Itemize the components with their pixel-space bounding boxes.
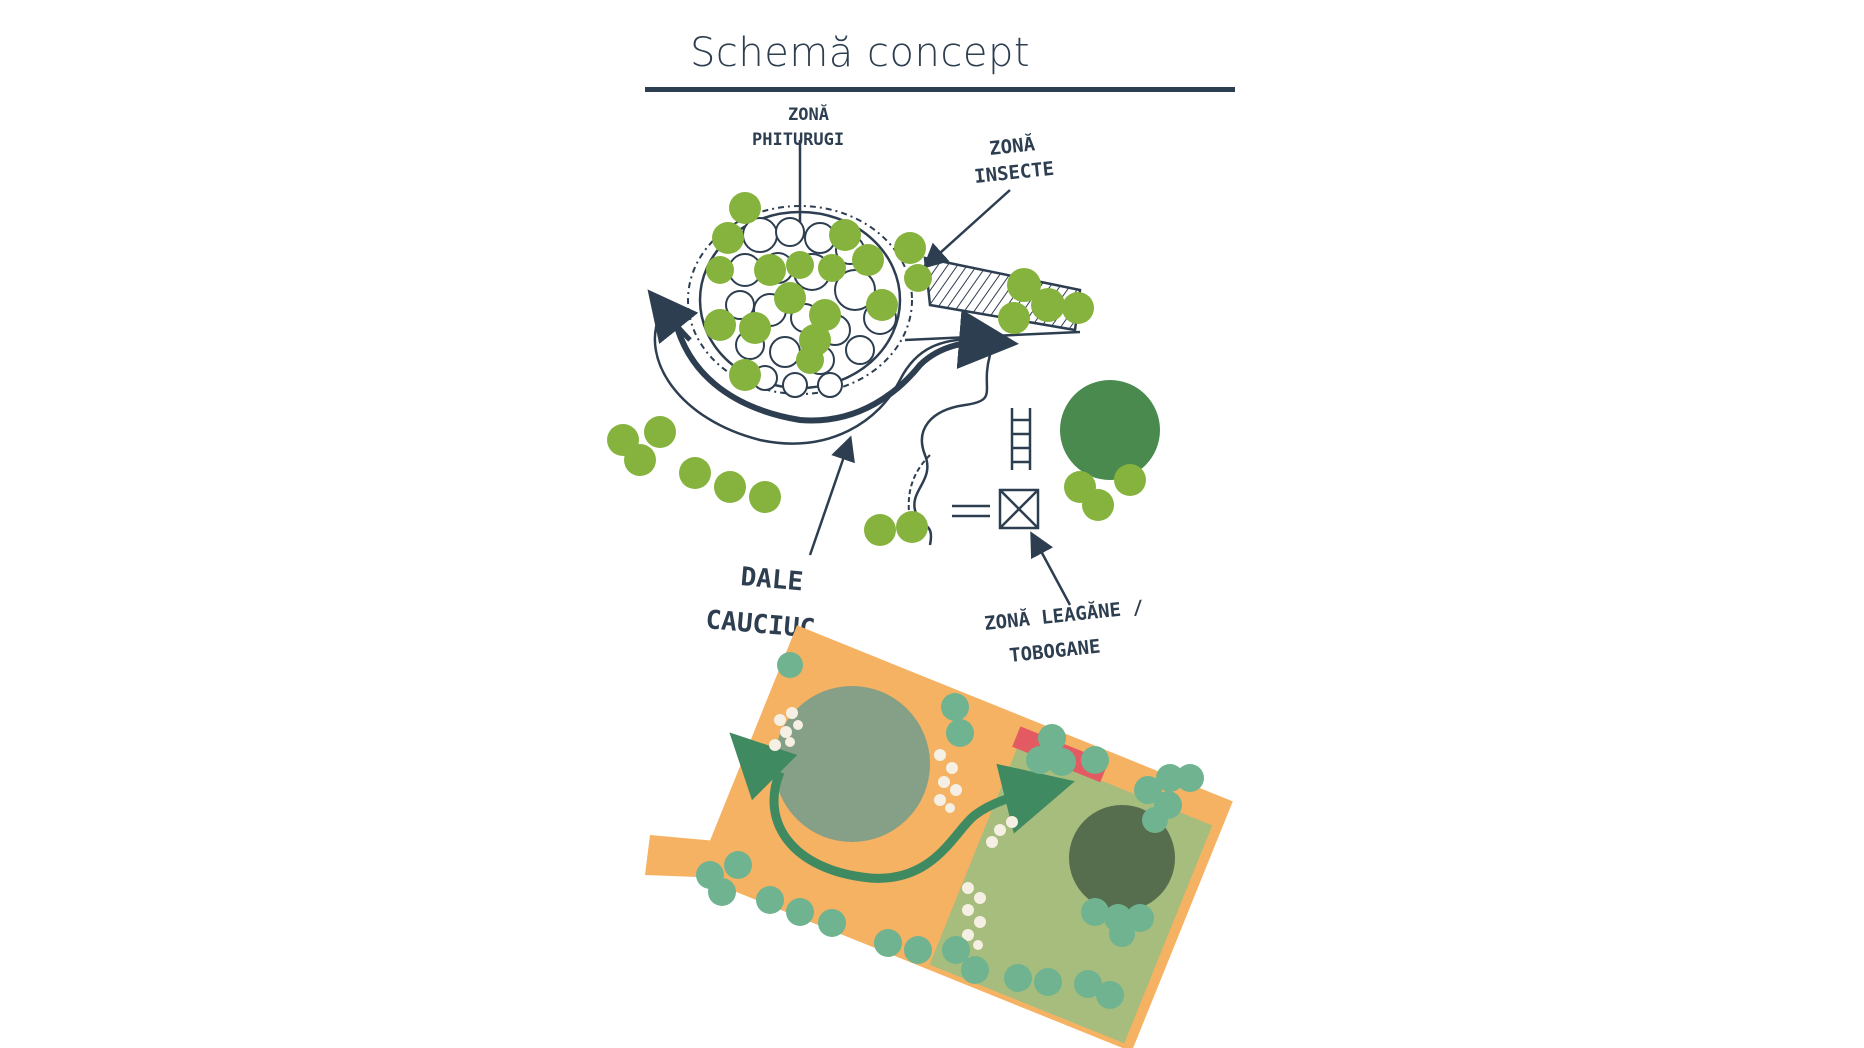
tree-icon [1126,904,1154,932]
plan-path-arrow [769,763,1075,883]
arrow-icon [922,189,1011,269]
tree-icon [1062,292,1094,324]
tree-icon [961,956,989,984]
tree-icon [729,359,761,391]
tree-icon [896,511,928,543]
label-zona-pitici-line1: ZONĂ [788,103,829,125]
slide-icon [1010,408,1032,470]
tree-icon [1081,746,1109,774]
label-zona-pitici-line2: PHITURUGI [752,130,844,150]
tree-icon [644,416,676,448]
sketch-trees [607,192,1146,546]
plan-flowers [769,707,1018,950]
site-plan [645,625,1233,1048]
tree-icon [679,457,711,489]
path-arrow [672,309,1019,424]
tree-icon [749,481,781,513]
tree-icon [864,514,896,546]
tree-icon [1081,898,1109,926]
tree-icon [941,693,969,721]
tree-icon [624,444,656,476]
rubber-tile-path [653,314,991,445]
tree-icon [1134,776,1162,804]
label-zona-leagane-line2: TOBOGANE [1008,636,1101,667]
tree-icon [1142,807,1168,833]
tree-icon [809,299,841,331]
label-dale-cauciuc-line1: DALE [739,562,804,597]
tree-icon [1096,981,1124,1009]
tree-icon [704,309,736,341]
tree-icon [1074,970,1102,998]
tree-icon [1156,764,1184,792]
tree-icon [1048,748,1076,776]
tree-icon [786,251,814,279]
arrow-icon [1030,531,1072,606]
tree-icon [756,886,784,914]
tree-icon [829,219,861,251]
tree-icon [1109,921,1135,947]
label-zona-insecte-line2: INSECTE [973,158,1055,188]
title-underline [645,87,1235,92]
tree-icon [998,302,1030,334]
tree-icon [874,929,902,957]
tree-icon [724,851,752,879]
plan-hill [774,686,930,842]
tree-icon [942,936,970,964]
tree-icon [1031,288,1065,322]
tree-icon [754,254,786,286]
page-title: Schemă concept [690,30,1031,76]
tree-icon [818,909,846,937]
tree-icon [774,282,806,314]
plan-path-arrow-left [729,732,798,801]
concept-sketch: ZONĂ PHITURUGI ZONĂ INSECTE DALE CAUCIUC… [607,103,1160,667]
tree-icon [796,346,824,374]
tree-icon [729,192,761,224]
arrow-icon [808,435,855,556]
plan-big-tree-canopy [1069,805,1175,911]
tree-icon [1007,268,1041,302]
tree-icon [786,898,814,926]
label-zona-leagane-line1: ZONĂ LEAGĂNE / [983,594,1145,635]
tree-icon [866,289,898,321]
tree-icon [714,471,746,503]
tree-icon [818,254,846,282]
tree-icon [708,878,736,906]
tree-icon [1026,746,1054,774]
tree-icon [1114,464,1146,496]
tree-icon [904,264,932,292]
tree-icon [904,936,932,964]
tree-icon [712,222,744,254]
tree-icon [1038,724,1066,752]
tree-icon [706,256,734,284]
label-zona-insecte-line1: ZONĂ [988,131,1037,160]
big-tree-icon [1060,380,1160,480]
tree-icon [1082,489,1114,521]
tree-icon [777,652,803,678]
tree-icon [1004,964,1032,992]
tree-icon [1176,764,1204,792]
tree-icon [852,244,884,276]
tree-icon [946,719,974,747]
tree-icon [739,312,771,344]
tree-icon [1034,968,1062,996]
path-arrow-left [647,289,699,345]
swing-icon [952,488,1040,530]
tree-icon [894,232,926,264]
plan-shrubs [696,652,1204,1009]
